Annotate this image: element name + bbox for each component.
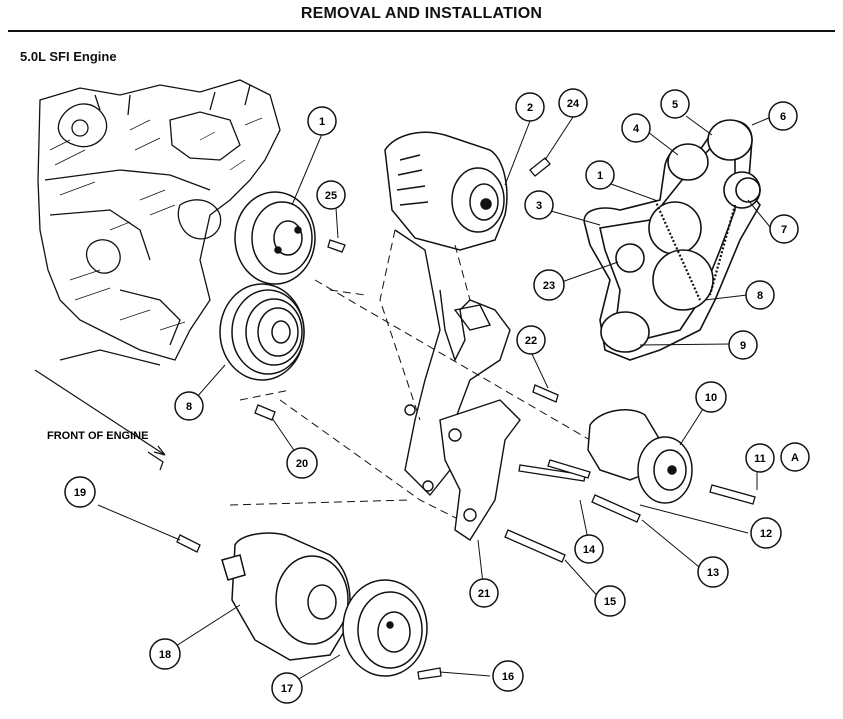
title-rule bbox=[8, 30, 835, 32]
engine-hatching bbox=[49, 117, 263, 331]
page-title: REMOVAL AND INSTALLATION bbox=[300, 5, 543, 22]
callout-14: 14 bbox=[574, 534, 604, 564]
power-steering-pump bbox=[221, 532, 351, 661]
callout-label: 9 bbox=[740, 340, 746, 352]
callout-5: 5 bbox=[660, 89, 690, 119]
callout-16: 16 bbox=[492, 660, 524, 692]
belt-tensioner bbox=[587, 409, 693, 504]
callout-label: 22 bbox=[525, 335, 537, 347]
callout-label: 1 bbox=[319, 116, 325, 128]
page-header: REMOVAL AND INSTALLATION bbox=[0, 0, 843, 36]
callout-label: 8 bbox=[757, 290, 763, 302]
callout-25: 25 bbox=[316, 180, 346, 210]
callout-21: 21 bbox=[469, 578, 499, 608]
callout-label: 14 bbox=[583, 544, 596, 556]
pump-pulley bbox=[342, 579, 428, 677]
callout-1b: 1 bbox=[585, 160, 615, 190]
callout-label: 25 bbox=[325, 190, 337, 202]
callout-label: 10 bbox=[705, 392, 717, 404]
callout-8a: 8 bbox=[745, 280, 775, 310]
callout-24: 24 bbox=[558, 88, 588, 118]
callout-label: 16 bbox=[502, 671, 514, 683]
callout-8b: 8 bbox=[174, 391, 204, 421]
callout-2: 2 bbox=[515, 92, 545, 122]
callout-label: 1 bbox=[597, 170, 603, 182]
callout-label: 2 bbox=[527, 102, 533, 114]
callout-label: 6 bbox=[780, 111, 786, 123]
callout-1: 1 bbox=[307, 106, 337, 136]
callout-label: 11 bbox=[754, 453, 766, 465]
callouts: 1 2 24 4 5 6 25 1 3 7 23 8 9 22 10 8 20 … bbox=[64, 88, 799, 704]
callout-15: 15 bbox=[594, 585, 626, 617]
callout-13: 13 bbox=[697, 556, 729, 588]
callout-23: 23 bbox=[533, 269, 565, 301]
callout-label: 13 bbox=[707, 567, 719, 579]
callout-4: 4 bbox=[621, 113, 651, 143]
callout-label: 17 bbox=[281, 683, 293, 695]
callout-19: 19 bbox=[64, 476, 96, 508]
callout-22: 22 bbox=[516, 325, 546, 355]
callout-label: 15 bbox=[604, 596, 616, 608]
callout-label: 23 bbox=[543, 280, 555, 292]
callout-label: 8 bbox=[186, 401, 192, 413]
callout-label: 3 bbox=[536, 200, 542, 212]
leader-lines bbox=[97, 115, 772, 685]
callout-label: 20 bbox=[296, 458, 308, 470]
callout-12: 12 bbox=[750, 517, 782, 549]
view-letter: A bbox=[791, 452, 799, 464]
bolts bbox=[176, 157, 756, 680]
callout-7: 7 bbox=[769, 214, 799, 244]
engine-block bbox=[37, 79, 281, 366]
callout-label: 19 bbox=[74, 487, 86, 499]
callout-label: 24 bbox=[567, 98, 580, 110]
callout-label: 4 bbox=[633, 123, 640, 135]
callout-label: 12 bbox=[760, 528, 772, 540]
callout-17: 17 bbox=[271, 672, 303, 704]
view-reference-a: A bbox=[780, 442, 810, 472]
crankshaft-pulley bbox=[219, 283, 305, 381]
engine-subtitle: 5.0L SFI Engine bbox=[20, 49, 117, 64]
callout-label: 18 bbox=[159, 649, 171, 661]
water-pump-pulley bbox=[234, 191, 316, 285]
alternator-bracket bbox=[394, 229, 511, 497]
callout-9: 9 bbox=[728, 330, 758, 360]
callout-11: 11 bbox=[745, 443, 775, 473]
callout-20: 20 bbox=[286, 447, 318, 479]
callout-3: 3 bbox=[524, 190, 554, 220]
callout-label: 5 bbox=[672, 99, 678, 111]
assembly-dashlines bbox=[229, 229, 591, 521]
pump-bracket bbox=[439, 399, 521, 541]
callout-6: 6 bbox=[768, 101, 798, 131]
callout-label: 7 bbox=[781, 224, 787, 236]
belt-ribbing bbox=[653, 199, 737, 301]
front-of-engine-indicator: FRONT OF ENGINE bbox=[34, 369, 166, 471]
alternator bbox=[384, 131, 508, 251]
callout-18: 18 bbox=[149, 638, 181, 670]
belt-routing-diagram bbox=[583, 119, 761, 361]
front-of-engine-label: FRONT OF ENGINE bbox=[47, 430, 148, 442]
callout-10: 10 bbox=[695, 381, 727, 413]
callout-label: 21 bbox=[478, 588, 490, 600]
